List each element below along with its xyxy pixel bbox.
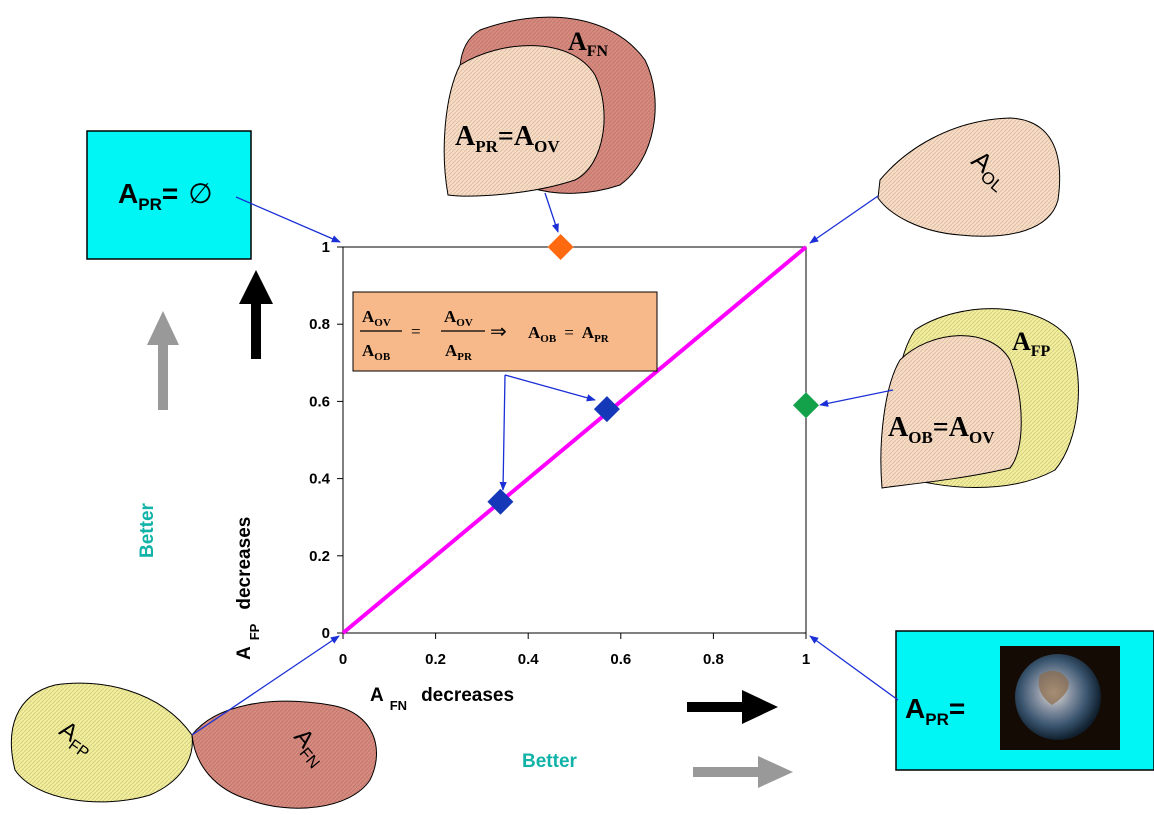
x-tick-label: 0 [339,651,347,668]
y-tick-label: 1 [322,239,330,256]
arrow-aol-to-corner [809,195,879,244]
arrow-formula-to-high-marker [504,374,596,402]
diagonal-line [341,245,808,635]
box-earth-label: APR= [905,693,965,729]
y-tick-label: 0.6 [309,393,330,410]
formula-result: AOB=APR [528,323,610,345]
blob-top-inner-label: APR=AOV [455,121,560,156]
data-point-diamond-1 [793,392,819,419]
diagonal-series [341,245,808,635]
blob-top-outer-label: AFN [568,27,609,60]
arrow-right-blob-to-marker [819,389,894,407]
box-apr-earth: APR= [895,630,1154,771]
x-tick-label: 0.6 [610,651,631,668]
formula-equals-1: = [411,322,421,341]
y-axis-ticks: 0 0.2 0.4 0.6 0.8 1 [309,239,343,642]
arrow-black-right [687,690,778,724]
arrow-gray-up [147,311,179,410]
y-tick-label: 0 [322,625,330,642]
direction-arrows [147,270,793,788]
x-tick-label: 0.4 [518,651,540,668]
y-tick-label: 0.4 [309,471,331,488]
formula-implies: ⇒ [490,321,507,343]
formula-den-1: AOB [362,341,391,363]
arrow-empty-to-origin-top [235,196,341,243]
y-tick-label: 0.8 [309,316,330,333]
blob-aol: AOL [877,117,1061,237]
data-markers [487,234,819,515]
y-tick-label: 0.2 [309,548,330,565]
blob-right-inner-label: AOB=AOV [888,412,995,447]
blob-afp: AFP [10,682,193,803]
connector-arrows [191,192,899,736]
y-axis-title: AFPdecreases [234,517,262,660]
x-tick-label: 0.8 [703,651,724,668]
blob-afn: AFN [191,700,377,809]
x-axis-ticks: 0 0.2 0.4 0.6 0.8 1 [339,633,810,668]
blob-top-afn-apr: AFN APR=AOV [443,16,656,197]
x-tick-label: 0.2 [425,651,446,668]
data-point-diamond-3 [487,488,514,515]
arrow-black-up [239,270,273,359]
blob-right-outer-label: AFP [1012,327,1051,360]
x-tick-label: 1 [802,651,810,668]
arrow-top-blob-to-marker [544,192,559,233]
better-label-x: Better [522,751,578,772]
box-empty-label: APR=∅ [118,177,213,214]
formula-num-1: AOV [362,307,391,329]
better-label-y: Better [137,502,158,558]
data-point-diamond-0 [547,234,574,260]
box-apr-empty: APR=∅ [86,130,252,260]
arrow-blobs-to-origin [191,635,340,736]
arrow-gray-right [693,756,793,788]
formula-box: AOV AOB = AOV APR ⇒ AOB=APR [352,291,658,372]
arrow-formula-to-low-marker [499,374,507,491]
formula-num-2: AOV [444,307,473,329]
formula-den-2: APR [445,341,473,363]
blob-right-afp-aob: AFP AOB=AOV [880,308,1079,489]
arrow-earth-to-corner [809,635,899,701]
data-point-diamond-2 [593,396,620,423]
